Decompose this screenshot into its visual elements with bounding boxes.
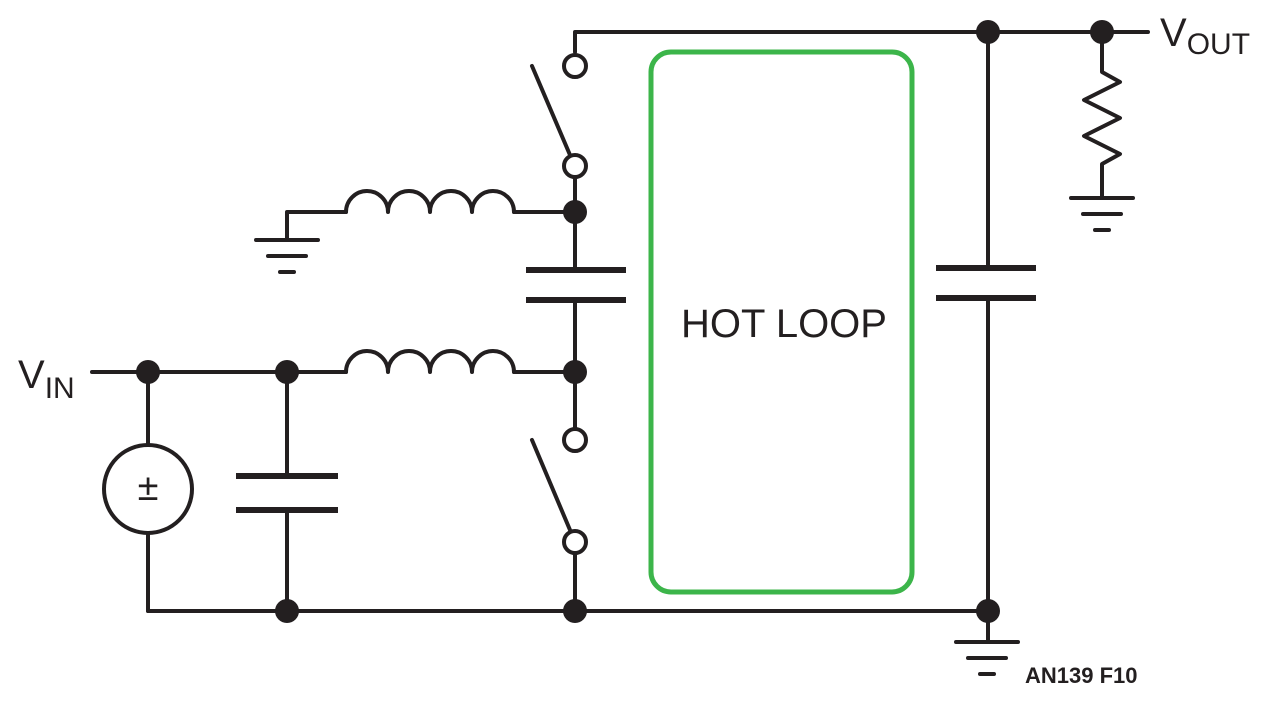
- node-input-cap-top: [275, 360, 299, 384]
- voltage-source: [102, 443, 194, 535]
- vin-label: VIN: [18, 353, 75, 405]
- ground-inductor-wire: [285, 210, 348, 242]
- ground-symbol-left: [254, 238, 320, 274]
- node-input-cap-bottom: [275, 599, 299, 623]
- node-output-cap-bottom: [976, 599, 1000, 623]
- flying-capacitor: [526, 267, 626, 303]
- node-switch-mid-lower: [563, 360, 587, 384]
- vout-main: V: [1160, 11, 1187, 55]
- junction-nodes: [136, 20, 1114, 623]
- figure-id: AN139 F10: [1025, 663, 1138, 688]
- source-symbol: ±: [138, 467, 159, 509]
- ground-inductor: [344, 189, 516, 214]
- node-output-cap-top: [976, 20, 1000, 44]
- top-switch: [530, 53, 588, 179]
- vin-subscript: IN: [45, 372, 75, 405]
- vin-main: V: [18, 353, 45, 397]
- node-switch-bottom: [563, 599, 587, 623]
- vout-label: VOUT: [1160, 11, 1250, 61]
- input-inductor: [344, 349, 516, 374]
- node-vout: [1090, 20, 1114, 44]
- node-switch-mid-upper: [563, 200, 587, 224]
- node-vin: [136, 360, 160, 384]
- bottom-switch: [530, 427, 588, 555]
- vout-subscript: OUT: [1187, 28, 1250, 61]
- switch-column-top-wire: [573, 30, 1150, 54]
- input-capacitor: [236, 473, 338, 513]
- load-resistor: [1082, 30, 1122, 200]
- ground-symbol-output: [954, 640, 1020, 676]
- output-capacitor: [936, 265, 1036, 301]
- hot-loop-box: [648, 49, 915, 595]
- ground-symbol-load: [1069, 196, 1135, 232]
- hot-loop-label: HOT LOOP: [681, 302, 887, 346]
